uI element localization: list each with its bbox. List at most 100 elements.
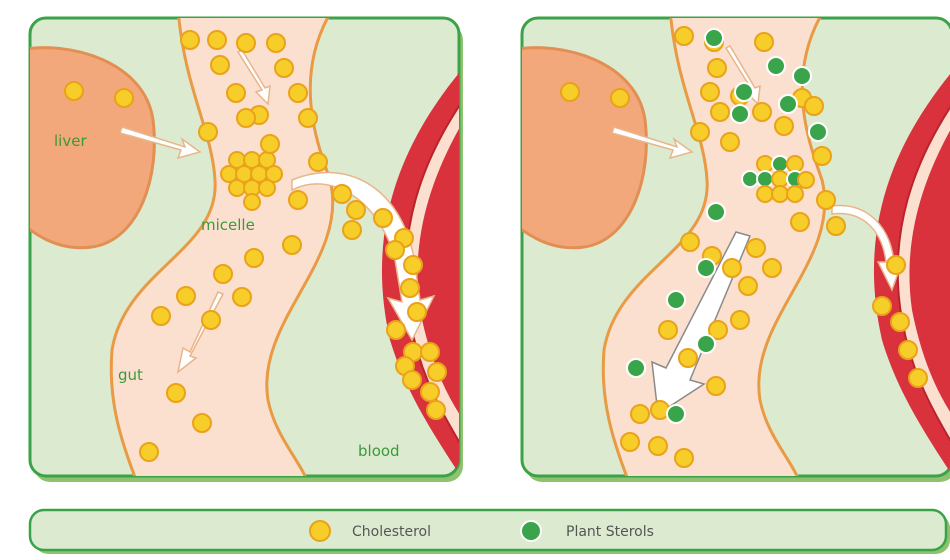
cholesterol-dot	[813, 147, 831, 165]
cholesterol-dot	[899, 341, 917, 359]
plant-sterols-legend-label: Plant Sterols	[566, 524, 654, 540]
cholesterol-dot	[649, 437, 667, 455]
cholesterol-dot	[755, 33, 773, 51]
plant-sterol-dot	[705, 29, 723, 47]
cholesterol-dot	[401, 279, 419, 297]
cholesterol-dot	[387, 321, 405, 339]
cholesterol-dot	[753, 103, 771, 121]
cholesterol-dot	[408, 303, 426, 321]
plant-sterol-dot	[793, 67, 811, 85]
cholesterol-dot	[891, 313, 909, 331]
cholesterol-dot	[386, 241, 404, 259]
cholesterol-dot	[309, 153, 327, 171]
cholesterol-dot	[347, 201, 365, 219]
right-panel	[512, 10, 950, 490]
cholesterol-dot	[621, 433, 639, 451]
cholesterol-dot	[723, 259, 741, 277]
cholesterol-legend-icon	[310, 521, 330, 541]
cholesterol-dot	[333, 185, 351, 203]
cholesterol-dot	[261, 135, 279, 153]
cholesterol-dot	[701, 83, 719, 101]
cholesterol-dot	[403, 371, 421, 389]
cholesterol-dot	[267, 34, 285, 52]
legend-frame	[30, 510, 946, 550]
micelle-label: micelle	[201, 216, 255, 234]
cholesterol-dot	[233, 288, 251, 306]
plant-sterol-dot	[627, 359, 645, 377]
cholesterol-dot	[283, 236, 301, 254]
cholesterol-dot	[214, 265, 232, 283]
cholesterol-legend-label: Cholesterol	[352, 524, 431, 540]
plant-sterol-dot	[697, 335, 715, 353]
blood-label: blood	[358, 442, 400, 460]
cholesterol-dot	[691, 123, 709, 141]
cholesterol-dot	[275, 59, 293, 77]
plant-sterol-dot	[707, 203, 725, 221]
cholesterol-dot	[739, 277, 757, 295]
cholesterol-dot	[611, 89, 629, 107]
cholesterol-dot	[675, 449, 693, 467]
plant-sterol-dot	[767, 57, 785, 75]
cholesterol-dot	[805, 97, 823, 115]
cholesterol-dot	[208, 31, 226, 49]
cholesterol-dot	[631, 405, 649, 423]
cholesterol-dot	[237, 34, 255, 52]
cholesterol-dot	[561, 83, 579, 101]
cholesterol-dot	[747, 239, 765, 257]
cholesterol-dot	[227, 84, 245, 102]
cholesterol-dot	[237, 109, 255, 127]
plant-sterol-dot	[667, 291, 685, 309]
cholesterol-dot	[827, 217, 845, 235]
cholesterol-dot	[428, 363, 446, 381]
cholesterol-dot	[721, 133, 739, 151]
plant-sterol-dot	[809, 123, 827, 141]
cholesterol-dot	[115, 89, 133, 107]
cholesterol-dot	[708, 59, 726, 77]
cholesterol-dot	[421, 383, 439, 401]
cholesterol-dot	[343, 221, 361, 239]
cholesterol-dot	[181, 31, 199, 49]
cholesterol-dot	[199, 123, 217, 141]
cholesterol-dot	[299, 109, 317, 127]
cholesterol-dot	[193, 414, 211, 432]
cholesterol-dot	[374, 209, 392, 227]
cholesterol-dot	[289, 84, 307, 102]
plant-sterol-dot	[697, 259, 715, 277]
cholesterol-dot	[140, 443, 158, 461]
cholesterol-dot	[202, 311, 220, 329]
cholesterol-dot	[711, 103, 729, 121]
plant-sterol-dot	[667, 405, 685, 423]
cholesterol-dot	[177, 287, 195, 305]
cholesterol-dot	[909, 369, 927, 387]
cholesterol-dot	[763, 259, 781, 277]
cholesterol-dot	[775, 117, 793, 135]
cholesterol-dot	[681, 233, 699, 251]
cholesterol-dot	[245, 249, 263, 267]
gut-label: gut	[118, 366, 143, 384]
plant-sterol-dot	[731, 105, 749, 123]
cholesterol-dot	[427, 401, 445, 419]
cholesterol-dot	[65, 82, 83, 100]
cholesterol-dot	[152, 307, 170, 325]
cholesterol-dot	[817, 191, 835, 209]
cholesterol-dot	[421, 343, 439, 361]
cholesterol-dot	[675, 27, 693, 45]
cholesterol-dot	[873, 297, 891, 315]
plant-sterols-legend-icon	[521, 521, 541, 541]
cholesterol-dot	[887, 256, 905, 274]
plant-sterol-dot	[735, 83, 753, 101]
cholesterol-dot	[659, 321, 677, 339]
left-panel: liver micelle gut blood	[20, 10, 470, 490]
cholesterol-dot	[679, 349, 697, 367]
liver-label: liver	[54, 132, 87, 150]
cholesterol-dot	[791, 213, 809, 231]
cholesterol-dot	[167, 384, 185, 402]
plant-sterol-dot	[779, 95, 797, 113]
cholesterol-dot	[404, 256, 422, 274]
cholesterol-dot	[289, 191, 307, 209]
cholesterol-dot	[731, 311, 749, 329]
cholesterol-dot	[211, 56, 229, 74]
cholesterol-dot	[707, 377, 725, 395]
legend: Cholesterol Plant Sterols	[30, 510, 950, 554]
